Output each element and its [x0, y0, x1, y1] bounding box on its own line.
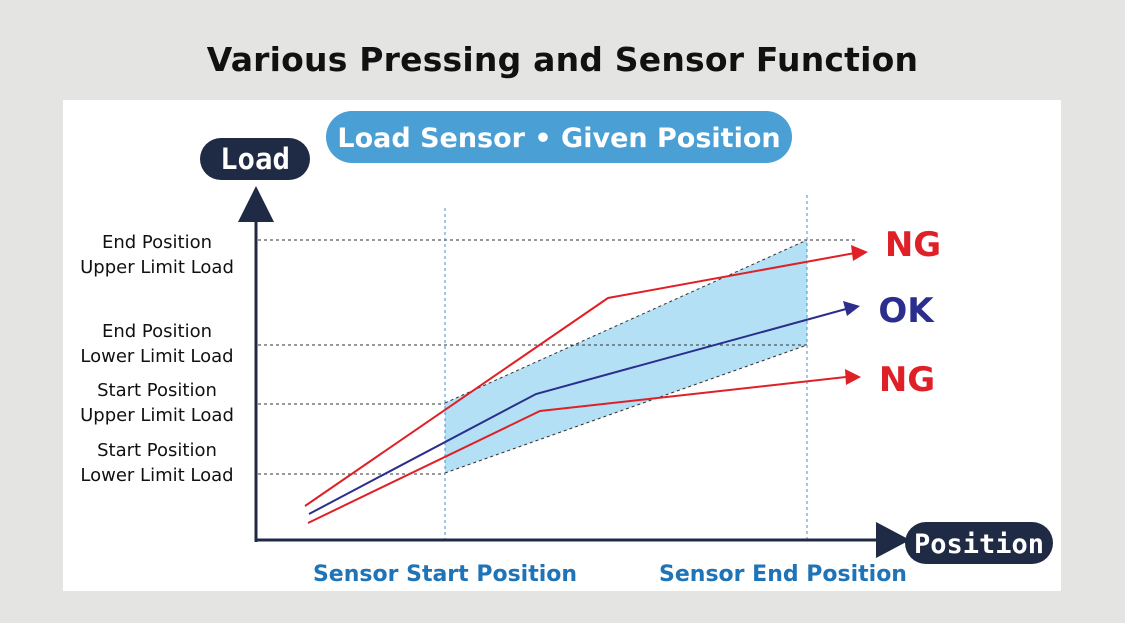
curve-ok-arrowhead [843, 301, 860, 316]
level-label-end-lower-2: Lower Limit Load [80, 346, 233, 367]
level-label-end-upper-2: Upper Limit Load [80, 257, 234, 278]
curve-ok [308, 308, 847, 515]
level-label-start-upper-1: Start Position [97, 380, 217, 401]
curve-label-ng-upper: NG [885, 225, 941, 265]
banner-text: Load Sensor • Given Position [337, 123, 780, 154]
position-axis-pill [905, 522, 1053, 564]
level-label-end-upper-1: End Position [102, 232, 212, 253]
load-axis-pill [200, 138, 310, 180]
curve-ng-upper-arrowhead [851, 245, 868, 261]
level-label-start-lower-1: Start Position [97, 440, 217, 461]
position-axis-label: Position [914, 529, 1044, 560]
diagram-panel [63, 100, 1061, 591]
x-axis-arrow [876, 522, 910, 558]
sensor-start-label: Sensor Start Position [313, 562, 577, 587]
curve-ng-lower [307, 376, 847, 524]
band-top-edge [444, 239, 808, 404]
level-label-end-lower-1: End Position [102, 321, 212, 342]
load-axis-label: Load [220, 142, 290, 176]
level-label-start-upper-2: Upper Limit Load [80, 405, 234, 426]
curve-label-ok: OK [878, 291, 935, 331]
page-title: Various Pressing and Sensor Function [206, 40, 919, 79]
sensor-end-label: Sensor End Position [659, 562, 907, 587]
curve-label-ng-lower: NG [879, 360, 935, 400]
banner-pill [326, 111, 792, 163]
band-bottom-edge [444, 344, 808, 474]
tolerance-band [445, 240, 807, 473]
curve-ng-lower-arrowhead [845, 369, 861, 385]
level-label-start-lower-2: Lower Limit Load [80, 465, 233, 486]
y-axis-arrow [238, 186, 274, 222]
curve-ng-upper [304, 252, 856, 507]
